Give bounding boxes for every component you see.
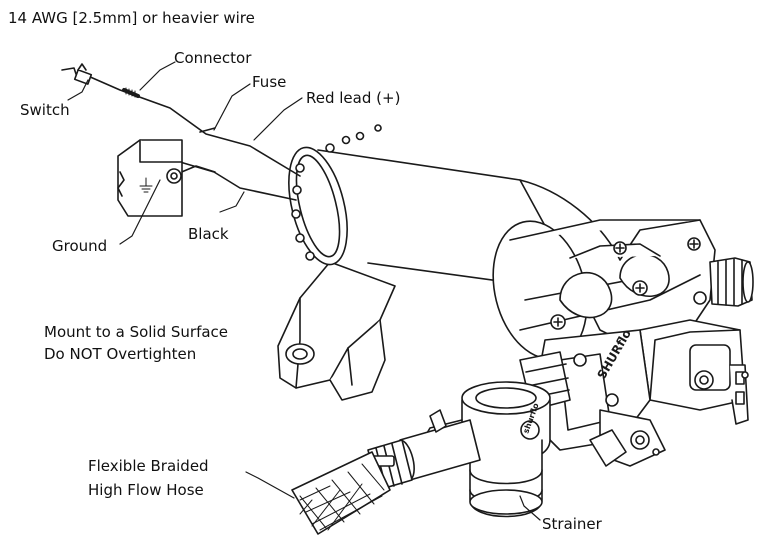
leader-lines <box>67 61 541 521</box>
connector-label: Connector <box>174 49 252 67</box>
wiring <box>87 75 301 201</box>
hose-label-line1: Flexible Braided <box>88 457 209 475</box>
hose-label-line2: High Flow Hose <box>88 481 204 499</box>
valve-housing <box>529 329 666 467</box>
switch-label: Switch <box>20 101 70 119</box>
ground-label: Ground <box>52 237 108 255</box>
red-lead-label: Red lead (+) <box>306 89 401 107</box>
mounting-foot <box>277 261 396 401</box>
black-label: Black <box>188 225 229 243</box>
wire-spec-title: 14 AWG [2.5mm] or heavier wire <box>8 9 255 27</box>
ground-block <box>117 139 183 217</box>
mount-label-line2: Do NOT Overtighten <box>44 345 197 363</box>
connector-component <box>122 87 140 98</box>
braided-hose <box>291 451 391 535</box>
fuse-label: Fuse <box>252 73 287 91</box>
pump-head <box>492 179 754 360</box>
strainer-body <box>419 381 551 518</box>
pressure-switch <box>639 319 749 425</box>
mount-label-line1: Mount to a Solid Surface <box>44 323 229 341</box>
strainer-label: Strainer <box>542 515 602 533</box>
